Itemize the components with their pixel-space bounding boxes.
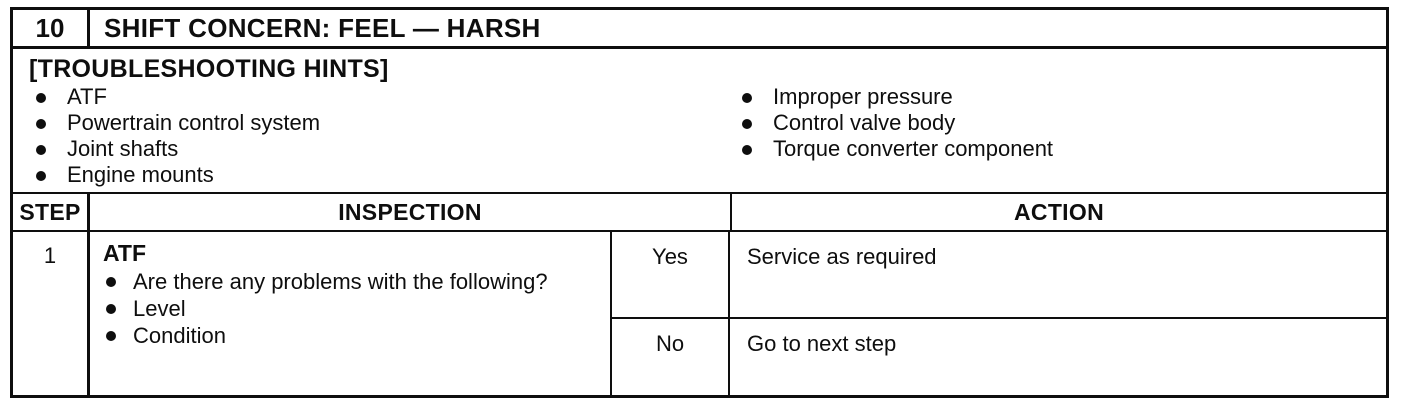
list-item: Level bbox=[103, 295, 602, 322]
hints-columns: ATF Powertrain control system Joint shaf… bbox=[29, 84, 1386, 188]
bullet-icon bbox=[36, 170, 46, 181]
branch-yes: Yes Service as required bbox=[612, 232, 1386, 319]
hint-text: Powertrain control system bbox=[67, 110, 321, 135]
hints-heading: [TROUBLESHOOTING HINTS] bbox=[29, 55, 389, 83]
bullet-icon bbox=[36, 118, 46, 129]
answer-label: No bbox=[612, 319, 730, 395]
bullet-icon bbox=[36, 92, 46, 103]
bullet-icon bbox=[742, 118, 752, 129]
step-column-header: STEP bbox=[13, 194, 90, 230]
inspection-item-text: Condition bbox=[133, 322, 226, 348]
inspection-title: ATF bbox=[103, 240, 147, 266]
inspection-item-text: Level bbox=[133, 295, 186, 321]
table-header-row: STEP INSPECTION ACTION bbox=[13, 194, 1386, 232]
chart-title-row: 10 SHIFT CONCERN: FEEL — HARSH bbox=[13, 10, 1386, 49]
troubleshooting-hints-section: [TROUBLESHOOTING HINTS] ATF Powertrain c… bbox=[13, 49, 1386, 194]
list-item: Control valve body bbox=[735, 110, 1386, 136]
inspection-cell: ATF Are there any problems with the foll… bbox=[90, 232, 612, 395]
bullet-icon bbox=[106, 277, 116, 287]
list-item: Improper pressure bbox=[735, 84, 1386, 110]
list-item: Torque converter component bbox=[735, 136, 1386, 162]
table-row: 1 ATF Are there any problems with the fo… bbox=[13, 232, 1386, 395]
answer-label: Yes bbox=[612, 232, 730, 317]
hint-text: Improper pressure bbox=[773, 84, 953, 109]
hints-list-left: ATF Powertrain control system Joint shaf… bbox=[29, 84, 735, 188]
hint-text: ATF bbox=[67, 84, 107, 109]
troubleshooting-chart: 10 SHIFT CONCERN: FEEL — HARSH [TROUBLES… bbox=[10, 7, 1389, 398]
bullet-icon bbox=[742, 92, 752, 103]
inspection-column-header: INSPECTION bbox=[90, 194, 732, 230]
branch-no: No Go to next step bbox=[612, 319, 1386, 395]
hints-list-right: Improper pressure Control valve body Tor… bbox=[735, 84, 1386, 188]
hint-text: Joint shafts bbox=[67, 136, 179, 161]
inspection-item-text: Are there any problems with the followin… bbox=[133, 268, 548, 294]
bullet-icon bbox=[36, 144, 46, 155]
list-item: ATF bbox=[29, 84, 735, 110]
list-item: Condition bbox=[103, 322, 602, 349]
chart-title: SHIFT CONCERN: FEEL — HARSH bbox=[104, 12, 541, 43]
result-branches: Yes Service as required No Go to next st… bbox=[612, 232, 1386, 395]
action-text: Service as required bbox=[747, 244, 937, 269]
step-number: 1 bbox=[13, 232, 90, 395]
hint-text: Engine mounts bbox=[67, 162, 214, 187]
list-item: Joint shafts bbox=[29, 136, 735, 162]
list-item: Engine mounts bbox=[29, 162, 735, 188]
inspection-items: Are there any problems with the followin… bbox=[103, 268, 602, 349]
list-item: Powertrain control system bbox=[29, 110, 735, 136]
bullet-icon bbox=[742, 144, 752, 155]
chart-number: 10 bbox=[13, 10, 90, 46]
list-item: Are there any problems with the followin… bbox=[103, 268, 602, 295]
hint-text: Torque converter component bbox=[773, 136, 1054, 161]
action-column-header: ACTION bbox=[1014, 198, 1104, 225]
bullet-icon bbox=[106, 304, 116, 314]
bullet-icon bbox=[106, 331, 116, 341]
hint-text: Control valve body bbox=[773, 110, 956, 135]
action-text: Go to next step bbox=[747, 331, 897, 356]
